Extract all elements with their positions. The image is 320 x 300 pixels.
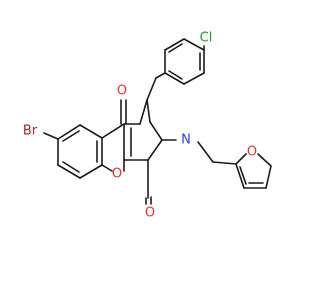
- bond: [79, 164, 103, 179]
- atom-labels: Cl O Br O O N O: [23, 31, 257, 221]
- bond: [197, 141, 214, 163]
- atom-o-lactam: O: [145, 206, 155, 221]
- bond-inner: [168, 43, 183, 53]
- bond: [265, 165, 272, 189]
- bond: [235, 163, 245, 189]
- atom-o-ketone: O: [117, 84, 127, 99]
- bond: [183, 72, 205, 85]
- atom-n: N: [181, 133, 191, 148]
- bond-inner: [62, 161, 80, 173]
- bond: [164, 38, 185, 51]
- bond: [57, 124, 81, 140]
- bond: [79, 124, 103, 139]
- bond-inner: [168, 70, 183, 80]
- bond: [147, 139, 163, 161]
- bond: [101, 164, 113, 172]
- molecule-structure-diagram: Cl O Br O O N O: [23, 31, 272, 221]
- bond: [101, 123, 125, 139]
- bonds: [43, 38, 272, 205]
- atom-o-furan: O: [247, 145, 257, 160]
- atom-br: Br: [23, 124, 38, 139]
- atom-cl: Cl: [200, 31, 213, 46]
- bond: [149, 121, 163, 141]
- bond-inner: [239, 166, 247, 185]
- bond-inner: [62, 130, 80, 142]
- bond-to-br: [43, 132, 59, 140]
- bond: [146, 77, 157, 101]
- bond: [183, 38, 205, 51]
- bond: [57, 164, 81, 179]
- bond: [212, 161, 237, 165]
- bond: [155, 72, 166, 79]
- bond: [146, 99, 151, 123]
- bond: [235, 153, 247, 165]
- atom-o-pyran: O: [112, 167, 122, 182]
- bond: [139, 99, 148, 125]
- bond: [164, 72, 185, 85]
- bond: [257, 153, 272, 167]
